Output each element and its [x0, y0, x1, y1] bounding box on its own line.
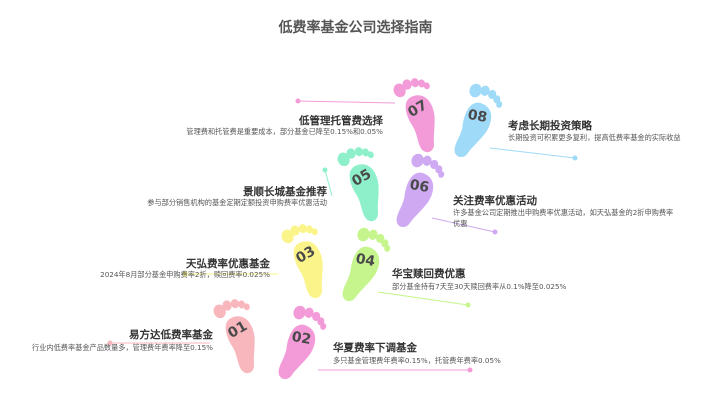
item-02-title: 华夏费率下调基金: [333, 342, 417, 354]
footprint-toe: [346, 148, 356, 159]
footprint-02: 02: [278, 305, 327, 380]
footprint-toe: [411, 153, 424, 168]
footprint-toe: [376, 233, 385, 243]
item-02-desc: 多只基金管理费年费率0.15%，托管费年费率0.05%: [333, 356, 501, 365]
footprint-toe: [488, 89, 497, 99]
connector-dot-01: [107, 340, 113, 346]
step-number-06: 06: [408, 177, 430, 196]
footprint-sole: [454, 102, 492, 158]
item-08-title: 考虑长期投资策略: [508, 120, 592, 132]
footprint-toe: [393, 83, 406, 98]
footprint-sole: [225, 316, 255, 374]
connector-line-05: [324, 169, 333, 197]
footprint-toe: [311, 228, 318, 236]
footprint-toe: [243, 303, 250, 311]
item-07-title: 低管理托管费选择: [299, 115, 383, 127]
footprint-toe: [438, 171, 445, 178]
footprint-toe: [368, 229, 378, 240]
connector-dot-03: [182, 271, 188, 277]
item-01-title: 易方达低费率基金: [129, 329, 213, 341]
item-05-desc: 参与部分销售机构的基金定期定额投资申购费率优惠活动: [147, 198, 327, 207]
footprint-toe: [304, 307, 314, 318]
step-number-08: 08: [466, 107, 488, 126]
footprint-03: 03: [281, 224, 323, 299]
connector-dot-08: [572, 155, 578, 161]
footprint-07: 07: [393, 78, 435, 153]
item-03-title: 天弘费率优惠基金: [186, 258, 270, 270]
connector-dot-05: [322, 167, 328, 173]
footprint-sole: [349, 164, 379, 222]
footprint-toe: [418, 79, 426, 88]
footprint-toe: [222, 300, 232, 311]
footprint-toe: [422, 155, 432, 166]
footprint-toe: [480, 85, 490, 96]
footprint-toe: [367, 151, 374, 159]
footprint-toe: [357, 227, 370, 242]
footprint-toe: [230, 299, 240, 309]
footprint-toe: [410, 78, 420, 88]
item-05-title: 景顺长城基金推荐: [243, 186, 327, 198]
item-06-desc: 许多基金公司定期推出申购费率优惠活动，如天弘基金的2折申购费率优惠: [453, 208, 674, 228]
footprint-toe: [496, 101, 503, 108]
item-04-title: 华宝赎回费优惠: [392, 268, 466, 280]
footprint-toe: [362, 148, 370, 157]
footprint-sole: [405, 95, 435, 153]
item-01-desc: 行业内低费率基金产品数量多，管理费年费率降至0.15%: [32, 343, 213, 352]
footprint-toe: [281, 229, 294, 244]
step-number-02: 02: [290, 329, 312, 348]
footprint-toe: [298, 224, 308, 234]
footprint-sole: [278, 324, 316, 380]
item-04-desc: 部分基金持有7天至30天赎回费率从0.1%降至0.025%: [392, 282, 567, 291]
footprint-toe: [430, 159, 439, 169]
footprint-toe: [306, 225, 314, 234]
footprint-toe: [469, 83, 482, 98]
footprint-04: 04: [342, 227, 391, 302]
item-06-title: 关注费率优惠活动: [453, 195, 537, 207]
connector-dot-02: [467, 367, 473, 373]
footprint-01: 01: [213, 299, 255, 374]
footprint-toe: [384, 245, 391, 252]
connector-dot-04: [465, 302, 471, 308]
footprint-toe: [213, 304, 226, 319]
connector-line-08: [489, 147, 576, 159]
connector-dot-07: [295, 98, 301, 104]
footprint-toe: [402, 79, 412, 90]
footprints: 01 02 03 04 05 06 07 08: [213, 78, 503, 380]
footprint-toe: [337, 152, 350, 167]
item-07-desc: 管理费和托管费是重要成本，部分基金已降至0.15%和0.05%: [186, 127, 383, 136]
item-08-desc: 长期投资可积累更多复利，提高低费率基金的实际收益: [508, 133, 681, 142]
page-title: 低费率基金公司选择指南: [278, 20, 433, 36]
connector-dot-06: [492, 229, 498, 235]
connector-line-04: [377, 291, 469, 306]
footprint-toe: [290, 225, 300, 236]
footprint-toe: [312, 311, 321, 321]
footprint-toe: [238, 300, 246, 309]
item-03-desc: 2024年8月部分基金申购费率2折，赎回费率0.025%: [100, 270, 270, 279]
footprint-06: 06: [396, 153, 445, 228]
step-number-04: 04: [354, 251, 376, 270]
footprint-toe: [354, 147, 364, 157]
footprint-sole: [293, 241, 323, 299]
connector-line-07: [297, 100, 396, 104]
footprint-sole: [396, 172, 434, 228]
connector-lines: [107, 98, 578, 373]
footprint-sole: [342, 246, 380, 302]
footprint-08: 08: [454, 83, 503, 158]
footprint-toe: [423, 82, 430, 90]
footprint-toe: [320, 323, 327, 330]
connector-line-06: [431, 217, 496, 233]
footprint-05: 05: [337, 147, 379, 222]
footprint-toe: [293, 305, 306, 320]
